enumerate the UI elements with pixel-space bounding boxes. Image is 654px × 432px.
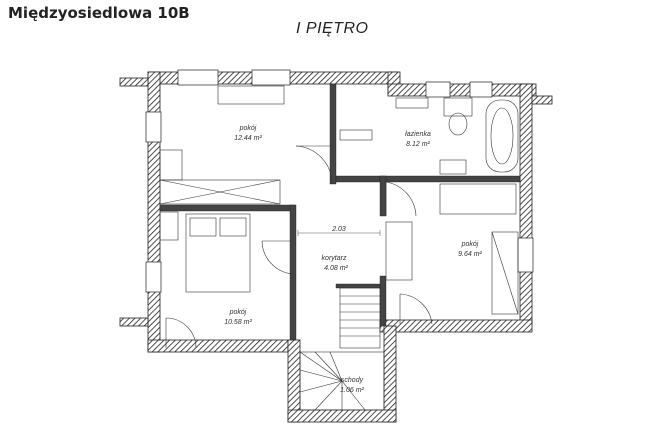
room-label-bathroom: łazienka 8.12 m² [405, 131, 431, 148]
bathroom-fixtures [443, 97, 519, 173]
room-area: 8.12 m² [406, 141, 430, 148]
room-name: korytarz [322, 255, 347, 262]
room-area: 9.64 m² [458, 251, 482, 258]
room-name: pokój [239, 125, 257, 132]
furniture [159, 85, 519, 315]
room-name: pokój [461, 241, 479, 248]
room-name: pokój [229, 309, 247, 316]
windows [145, 69, 534, 293]
dimension-line [297, 230, 381, 236]
door-swings [165, 145, 433, 349]
room-label-stairs: schody 1.06 m² [340, 377, 364, 394]
stairs [299, 287, 385, 411]
room-label-bedroom-2: pokój 9.64 m² [458, 241, 482, 258]
floor-title: I PIĘTRO [296, 20, 369, 37]
room-name: łazienka [405, 131, 431, 138]
room-area: 12.44 m² [234, 135, 262, 142]
room-area: 10.58 m² [224, 319, 252, 326]
page-title: Międzyosiedlowa 10B [8, 4, 190, 22]
room-label-bedroom-3: pokój 10.58 m² [224, 309, 252, 326]
room-name: schody [341, 377, 364, 384]
dimension-label: 2.03 [331, 226, 346, 233]
room-area: 4.08 m² [324, 265, 348, 272]
room-area: 1.06 m² [340, 387, 364, 394]
room-label-bedroom-1: pokój 12.44 m² [234, 125, 262, 142]
room-label-corridor: korytarz 4.08 m² [322, 255, 349, 272]
interior-walls [159, 83, 521, 341]
